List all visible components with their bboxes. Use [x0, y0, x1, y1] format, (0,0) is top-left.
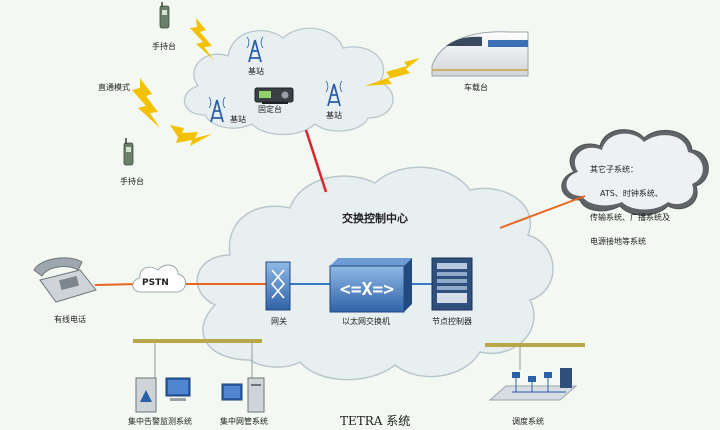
handset-icon-bottom — [123, 138, 134, 166]
other-systems-heading: 其它子系统： — [590, 165, 638, 174]
link-phone-to-pstn — [94, 283, 139, 286]
link-radio-to-center — [304, 129, 328, 193]
train-label: 车载台 — [464, 83, 488, 92]
alarm-system-label: 集中告警监测系统 — [128, 417, 192, 426]
base-station-label-right: 基站 — [326, 111, 342, 120]
base-station-label-top: 基站 — [248, 67, 264, 76]
handset-label-top: 手持台 — [152, 42, 176, 51]
fixed-station-icon — [254, 87, 294, 104]
alarm-workstation-icon — [135, 377, 191, 413]
nms-label: 集中网管系统 — [220, 417, 268, 426]
diagram-title: TETRA 系统 — [340, 414, 411, 428]
node-controller-icon — [431, 257, 473, 311]
ethernet-switch-icon: <=X=> — [329, 258, 412, 313]
base-station-label-left: 基站 — [230, 115, 246, 124]
pstn-label: PSTN — [142, 278, 169, 288]
svg-text:<=X=>: <=X=> — [340, 279, 394, 300]
direct-mode-label: 直通模式 — [98, 83, 130, 92]
switch-label: 以太网交换机 — [342, 317, 390, 326]
handset-label-bottom: 手持台 — [120, 177, 144, 186]
base-station-icon-right — [325, 80, 343, 107]
base-station-icon-left — [208, 96, 226, 123]
train-icon — [431, 31, 529, 77]
other-systems-line-2: 传输系统、广播系统及 — [590, 213, 670, 222]
other-systems-line-1: ATS、时钟系统、 — [600, 189, 663, 198]
other-systems-line-3: 电源接地等系统 — [590, 237, 646, 246]
nms-workstation-icon — [221, 377, 265, 413]
phone-label: 有线电话 — [54, 315, 86, 324]
base-station-icon-top — [246, 36, 264, 63]
lightning-bolt-top — [190, 18, 214, 60]
dispatch-system-icon — [488, 368, 578, 401]
radio-cloud — [183, 27, 394, 136]
gateway-label: 网关 — [271, 317, 287, 326]
link-center-to-other — [499, 195, 586, 229]
lightning-bolt-train — [365, 58, 420, 86]
dispatch-label: 调度系统 — [512, 417, 544, 426]
fixed-station-label: 固定台 — [258, 105, 282, 114]
pstn-cloud — [132, 264, 186, 293]
lightning-bolt-lower — [170, 125, 212, 146]
other-systems-text: 其它子系统： ATS、时钟系统、 传输系统、广播系统及 电源接地等系统 — [590, 152, 694, 260]
handset-icon-top — [159, 2, 170, 29]
gateway-icon — [265, 261, 291, 311]
center-label: 交换控制中心 — [342, 212, 408, 225]
node-controller-label: 节点控制器 — [432, 317, 472, 326]
lightning-bolt-direct — [132, 78, 160, 128]
phone-icon — [33, 257, 97, 303]
